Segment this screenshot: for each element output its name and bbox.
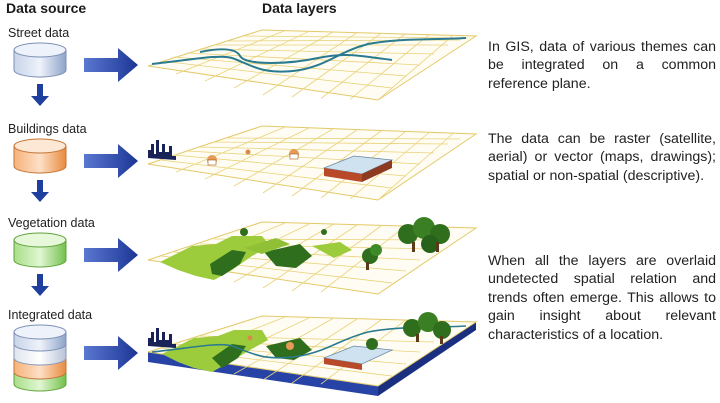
data-source-header: Data source <box>6 0 87 16</box>
down-arrow-icons <box>31 84 49 296</box>
vegetation-data-label: Vegetation data <box>8 216 95 230</box>
vegetation-layer <box>147 217 478 295</box>
description-paragraph-1: In GIS, data of various themes can be in… <box>488 39 716 92</box>
buildings-layer <box>147 125 478 201</box>
buildings-data-label: Buildings data <box>8 122 87 136</box>
buildings-database-icon <box>13 138 67 174</box>
street-data-label: Street data <box>8 26 70 40</box>
integrated-layer <box>147 312 478 396</box>
gis-layers-diagram <box>13 29 478 396</box>
street-layer <box>147 29 478 101</box>
right-arrow-icons <box>84 48 138 370</box>
description-paragraph-3: When all the layers are overlaid undetec… <box>488 253 716 343</box>
vegetation-database-icon <box>13 232 67 268</box>
description-paragraph-2: The data can be raster (satellite, aeria… <box>488 131 716 184</box>
integrated-data-label: Integrated data <box>8 308 93 322</box>
integrated-database-icon <box>13 324 67 392</box>
data-layers-header: Data layers <box>262 0 337 16</box>
street-database-icon <box>13 42 67 78</box>
